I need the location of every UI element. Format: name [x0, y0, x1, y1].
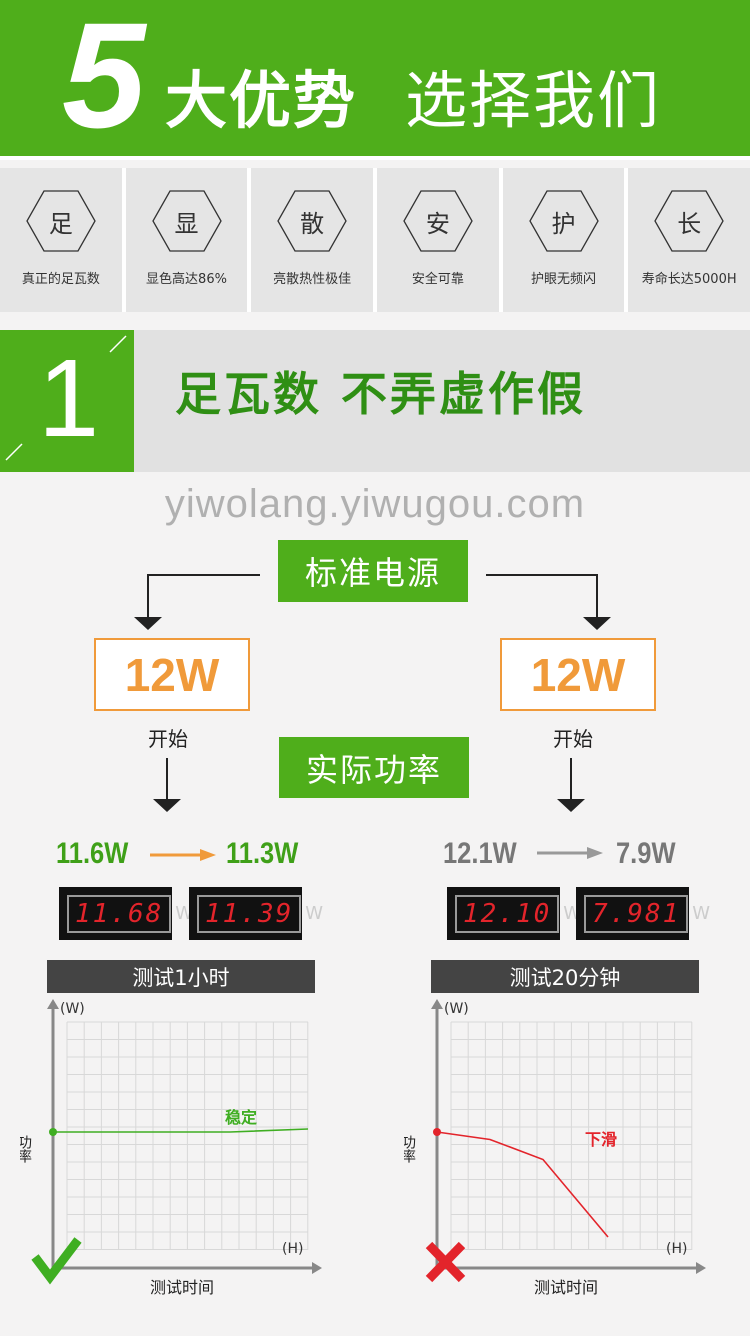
- y-unit-label: (W): [60, 1001, 85, 1017]
- feature-icon-char: 护: [551, 209, 576, 238]
- series-line: [436, 1131, 609, 1238]
- standard-power-label: 标准电源: [278, 540, 468, 602]
- feature-label: 真正的足瓦数: [21, 272, 100, 287]
- hexagon-icon: 护: [528, 190, 599, 252]
- feature-label: 护眼无频闪: [531, 272, 597, 287]
- features-row: 足真正的足瓦数显显色高达86%散亮散热性极佳安安全可靠护护眼无频闪长寿命长达50…: [0, 168, 750, 312]
- left-to-value: 11.3W: [226, 837, 299, 870]
- x-axis-arrow: [696, 1262, 706, 1274]
- meter-reading: 11.68: [67, 894, 172, 933]
- header-light-title: 选择我们: [405, 64, 662, 137]
- header-bold-title: 大优势: [165, 64, 358, 137]
- feature-item: 安安全可靠: [377, 168, 499, 312]
- left-from-value: 11.6W: [56, 837, 129, 870]
- meter-unit: W: [175, 903, 194, 924]
- check-icon: [31, 1237, 82, 1285]
- y-axis-label: 功率: [20, 1135, 32, 1163]
- chart-annotation: 稳定: [225, 1108, 257, 1127]
- meter-reading: 7.981: [584, 894, 689, 933]
- feature-icon-char: 长: [677, 209, 702, 238]
- right-to-value: 7.9W: [616, 837, 676, 870]
- feature-item: 显显色高达86%: [125, 168, 248, 312]
- feature-icon-char: 安: [425, 209, 450, 238]
- hexagon-icon: 长: [654, 190, 724, 252]
- feature-icon-char: 显: [174, 209, 199, 238]
- header-banner: 5 大优势 选择我们: [0, 0, 750, 160]
- left-start-label: 开始: [148, 727, 188, 751]
- right-start-label: 开始: [553, 727, 593, 751]
- x-unit-label: (H): [282, 1241, 303, 1257]
- data-point: [49, 1128, 57, 1136]
- feature-label: 显色高达86%: [146, 272, 227, 287]
- left-test-duration: 测试1小时: [47, 960, 315, 993]
- section-title: 足瓦数 不弄虚作假: [175, 367, 587, 421]
- y-unit-label: (W): [444, 1001, 469, 1017]
- right-from-value: 12.1W: [443, 837, 517, 870]
- chart-svg: (W) (H) 测试时间 功率 下滑: [400, 999, 706, 1297]
- feature-label: 亮散热性极佳: [273, 272, 352, 287]
- x-unit-label: (H): [666, 1241, 687, 1257]
- x-axis-label: 测试时间: [534, 1278, 598, 1297]
- watermark: yiwolang.yiwugou.com: [164, 482, 586, 526]
- feature-item: 长寿命长达5000H: [628, 168, 750, 312]
- header-number: 5: [62, 0, 146, 159]
- x-axis-label: 测试时间: [150, 1278, 214, 1297]
- chart-annotation: 下滑: [585, 1130, 617, 1149]
- feature-icon-char: 散: [300, 209, 325, 238]
- series-line: [53, 1128, 309, 1133]
- meter-reading: 11.39: [197, 894, 302, 933]
- chart-stable: (W) (H) 测试时间 功率 稳定: [16, 995, 340, 1305]
- hexagon-icon: 安: [403, 190, 473, 252]
- meter-unit: W: [692, 903, 711, 924]
- feature-label: 寿命长达5000H: [641, 272, 737, 287]
- chart-decline: (W) (H) 测试时间 功率 下滑: [400, 995, 724, 1305]
- feature-label: 安全可靠: [411, 272, 464, 287]
- corner-lines-icon: [5, 335, 127, 461]
- hexagon-icon: 显: [151, 190, 222, 252]
- y-axis-arrow: [47, 999, 59, 1009]
- y-axis-arrow: [431, 999, 443, 1009]
- right-rated-power: 12W: [500, 638, 656, 711]
- data-point: [433, 1128, 441, 1136]
- section-number: 1: [38, 337, 100, 460]
- feature-item: 散亮散热性极佳: [251, 168, 374, 312]
- left-rated-power: 12W: [94, 638, 250, 711]
- meter-unit: W: [305, 903, 324, 924]
- right-test-duration: 测试20分钟: [431, 960, 699, 993]
- x-stroke: [425, 1241, 466, 1283]
- section-number-box: [0, 330, 134, 472]
- feature-icon-char: 足: [48, 209, 73, 238]
- hexagon-icon: 散: [277, 190, 347, 252]
- hexagon-icon: 足: [26, 190, 96, 252]
- y-axis-label: 功率: [404, 1135, 416, 1163]
- x-axis-arrow: [312, 1262, 322, 1274]
- x-mark-icon: [425, 1241, 466, 1283]
- meter-reading: 12.10: [455, 894, 560, 933]
- feature-item: 护护眼无频闪: [502, 168, 625, 312]
- feature-item: 足真正的足瓦数: [0, 168, 122, 312]
- chart-svg: (W) (H) 测试时间 功率 稳定: [16, 999, 322, 1297]
- actual-power-label: 实际功率: [279, 737, 469, 798]
